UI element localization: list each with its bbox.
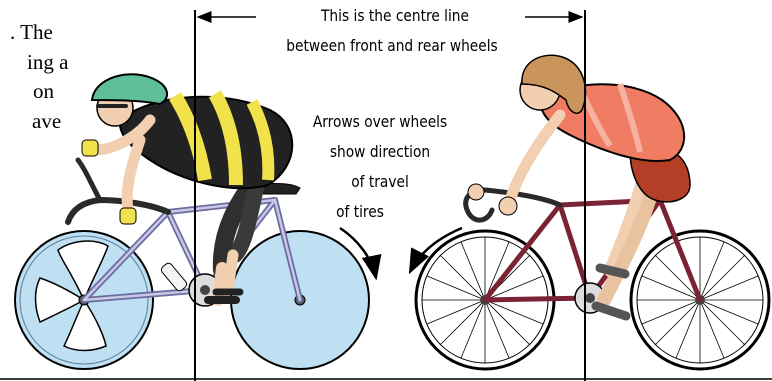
arrows-label-2: show direction (303, 142, 458, 161)
arrows-label-3: of travel (320, 172, 440, 191)
right-cyclist (416, 55, 769, 369)
helmet (92, 74, 167, 104)
centre-line-label-2: between front and rear wheels (254, 36, 529, 55)
arrows-label-1: Arrows over wheels (294, 112, 466, 131)
arrows-label-4: of tires (317, 202, 403, 221)
centre-line-label-1: This is the centre line (296, 6, 494, 25)
